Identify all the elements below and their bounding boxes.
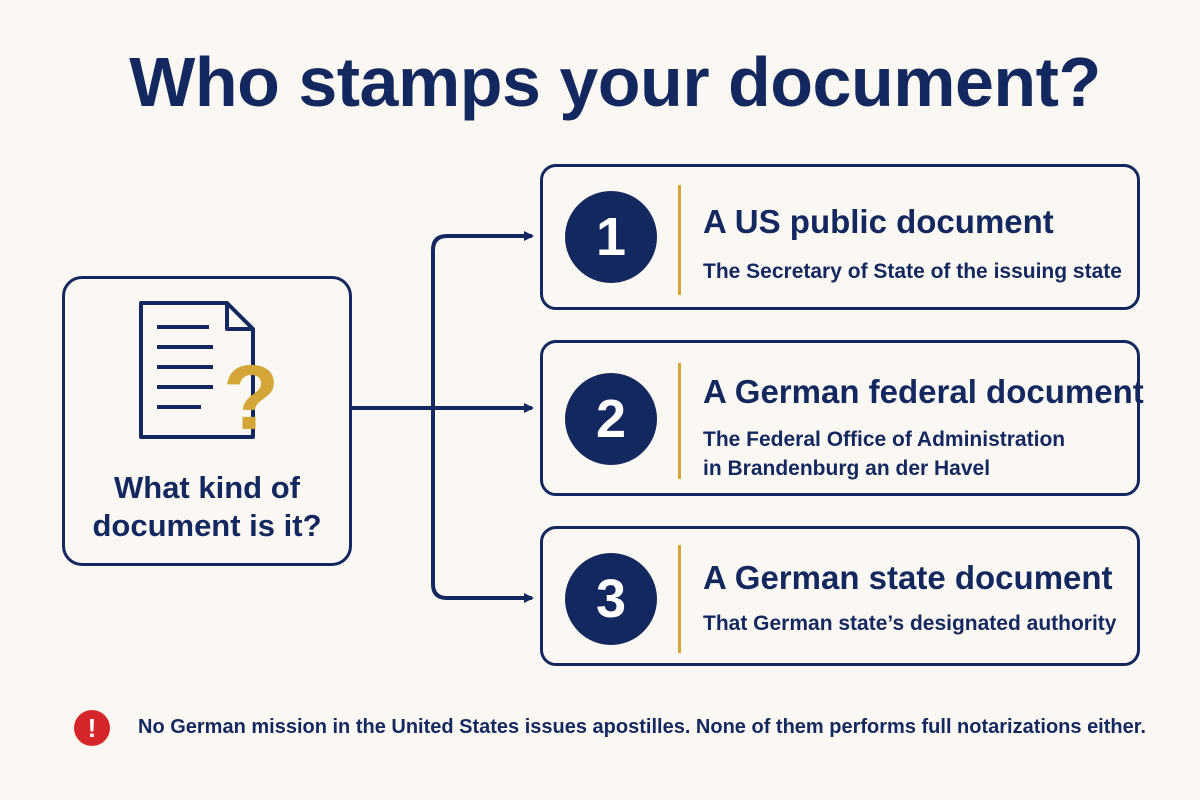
option-detail: The Federal Office of Administration: [703, 428, 1066, 451]
option-detail: The Secretary of State of the issuing st…: [703, 260, 1122, 283]
option-divider: [678, 185, 681, 295]
option-heading: A German federal document: [703, 373, 1144, 410]
source-question: What kind of document is it?: [65, 469, 349, 545]
option-divider: [678, 545, 681, 653]
option-detail: That German state’s designated authority: [703, 612, 1117, 635]
page-title: Who stamps your document?: [129, 43, 1101, 121]
svg-text:?: ?: [223, 347, 279, 447]
option-card-3: 3 A German state document That German st…: [540, 526, 1140, 666]
option-heading: A German state document: [703, 559, 1113, 596]
source-box: ? What kind of document is it?: [62, 276, 352, 566]
exclamation-icon: !: [74, 710, 110, 746]
option-heading: A US public document: [703, 203, 1054, 240]
option-number-badge: 2: [565, 373, 657, 465]
option-divider: [678, 363, 681, 479]
warning-note: ! No German mission in the United States…: [74, 710, 1174, 746]
option-number-badge: 3: [565, 553, 657, 645]
option-number-badge: 1: [565, 191, 657, 283]
branch-line: [431, 234, 528, 600]
warning-note-text: No German mission in the United States i…: [138, 716, 1146, 738]
document-question-icon: ?: [139, 301, 279, 447]
source-question-line-2: document is it?: [92, 508, 322, 543]
option-card-2: 2 A German federal document The Federal …: [540, 340, 1144, 496]
source-question-line-1: What kind of: [114, 470, 300, 505]
option-card-1: 1 A US public document The Secretary of …: [540, 164, 1140, 310]
option-detail: in Brandenburg an der Havel: [703, 457, 991, 480]
